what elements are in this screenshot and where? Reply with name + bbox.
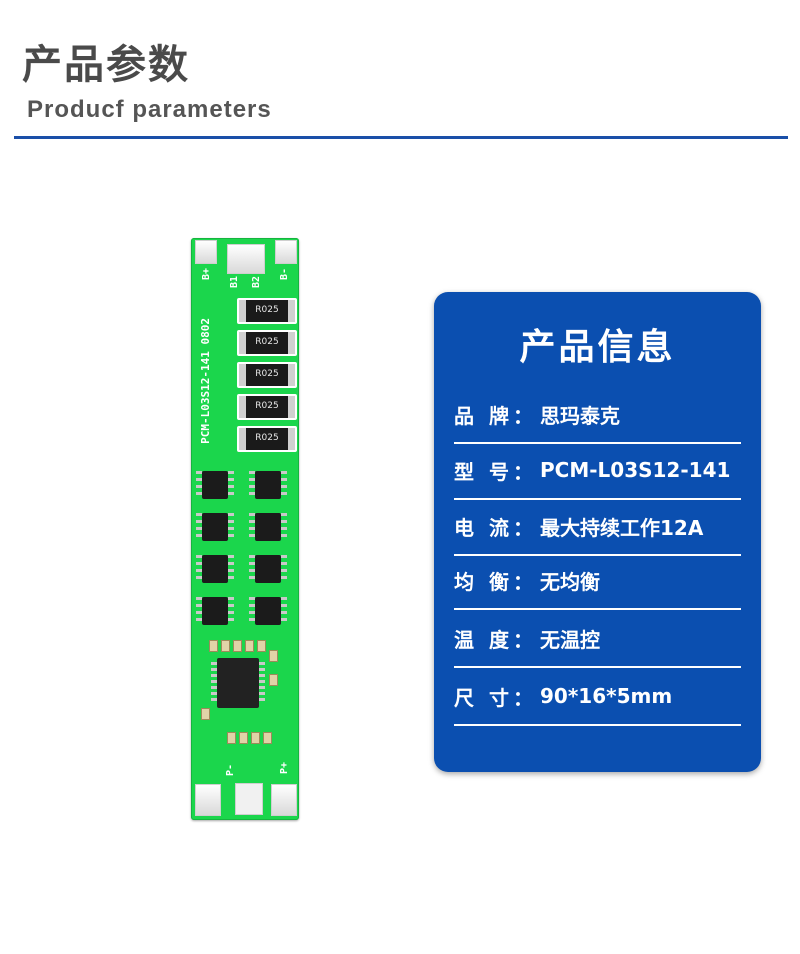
info-value: PCM-L03S12-141 xyxy=(540,458,731,482)
sense-resistor: R025 xyxy=(237,394,297,420)
pad-b-plus xyxy=(195,240,217,264)
pad-b-minus xyxy=(275,240,297,264)
title-divider xyxy=(14,136,788,139)
chip-pins xyxy=(196,555,202,583)
silk-b2: B2 xyxy=(251,276,262,289)
smd-component xyxy=(269,650,278,662)
info-label: 尺 寸： xyxy=(454,685,537,710)
info-label: 温 度： xyxy=(454,627,537,652)
product-info-card: 产品信息 品 牌： 思玛泰克 型 号： PCM-L03S12-141 电 流： … xyxy=(434,292,761,772)
sense-resistor: R025 xyxy=(237,330,297,356)
smd-component xyxy=(239,732,248,744)
chip-pins xyxy=(228,471,234,499)
ic-pins-right xyxy=(259,662,265,704)
info-row-brand: 品 牌： 思玛泰克 xyxy=(454,386,741,444)
smd-component xyxy=(233,640,242,652)
mosfet-chip xyxy=(255,513,281,541)
smd-component xyxy=(245,640,254,652)
chip-pins xyxy=(228,513,234,541)
chip-pins xyxy=(249,597,255,625)
chip-pins xyxy=(228,555,234,583)
chip-pins xyxy=(228,597,234,625)
chip-pins xyxy=(196,513,202,541)
silk-model-number: PCM-L03S12-141 0802 xyxy=(199,318,212,444)
info-row-balance: 均 衡： 无均衡 xyxy=(454,552,741,610)
smd-component xyxy=(221,640,230,652)
mosfet-chip xyxy=(255,597,281,625)
ic-pins-left xyxy=(211,662,217,704)
chip-pins xyxy=(196,597,202,625)
mosfet-chip xyxy=(255,471,281,499)
silk-p-minus: P- xyxy=(225,764,236,777)
mosfet-chip xyxy=(202,597,228,625)
smd-component xyxy=(201,708,210,720)
chip-pins xyxy=(281,555,287,583)
info-value: 思玛泰克 xyxy=(540,403,620,428)
info-value: 无均衡 xyxy=(540,569,600,594)
smd-component xyxy=(209,640,218,652)
info-label: 型 号： xyxy=(454,459,537,484)
page-title-en: Producf parameters xyxy=(27,96,272,123)
chip-pins xyxy=(281,597,287,625)
chip-pins xyxy=(249,555,255,583)
mosfet-chip xyxy=(202,471,228,499)
smd-component xyxy=(269,674,278,686)
chip-pins xyxy=(196,471,202,499)
pad-b1-b2 xyxy=(227,244,265,274)
smd-component xyxy=(251,732,260,744)
silk-p-plus: P+ xyxy=(279,762,290,775)
info-label: 品 牌： xyxy=(454,403,537,428)
chip-pins xyxy=(281,513,287,541)
info-value: 90*16*5mm xyxy=(540,684,673,708)
info-row-model: 型 号： PCM-L03S12-141 xyxy=(454,442,741,500)
chip-pins xyxy=(249,513,255,541)
pad-p-minus xyxy=(195,784,221,816)
info-label: 电 流： xyxy=(454,515,537,540)
protection-ic xyxy=(211,658,265,708)
info-value: 最大持续工作12A xyxy=(540,515,704,540)
card-title: 产品信息 xyxy=(519,327,676,368)
page-title-cn: 产品参数 xyxy=(22,42,190,88)
chip-pins xyxy=(281,471,287,499)
info-row-current: 电 流： 最大持续工作12A xyxy=(454,498,741,556)
sense-resistor: R025 xyxy=(237,298,297,324)
sense-resistor: R025 xyxy=(237,426,297,452)
silk-b1: B1 xyxy=(229,276,240,289)
mosfet-chip xyxy=(255,555,281,583)
info-label: 均 衡： xyxy=(454,569,537,594)
sense-resistor: R025 xyxy=(237,362,297,388)
smd-component xyxy=(257,640,266,652)
chip-pins xyxy=(249,471,255,499)
silk-b-minus: B- xyxy=(279,268,290,281)
mosfet-chip xyxy=(202,555,228,583)
smd-component xyxy=(263,732,272,744)
mosfet-chip xyxy=(202,513,228,541)
silk-b-plus: B+ xyxy=(201,268,212,281)
smd-component xyxy=(227,732,236,744)
pad-p-plus xyxy=(271,784,297,816)
pcb-board-image: B+ B1 B2 B- PCM-L03S12-141 0802 R025 R02… xyxy=(191,238,299,820)
info-row-temperature: 温 度： 无温控 xyxy=(454,610,741,668)
balance-connector xyxy=(235,783,263,815)
info-row-size: 尺 寸： 90*16*5mm xyxy=(454,668,741,726)
pcb-outline xyxy=(191,238,299,820)
info-value: 无温控 xyxy=(540,627,600,652)
